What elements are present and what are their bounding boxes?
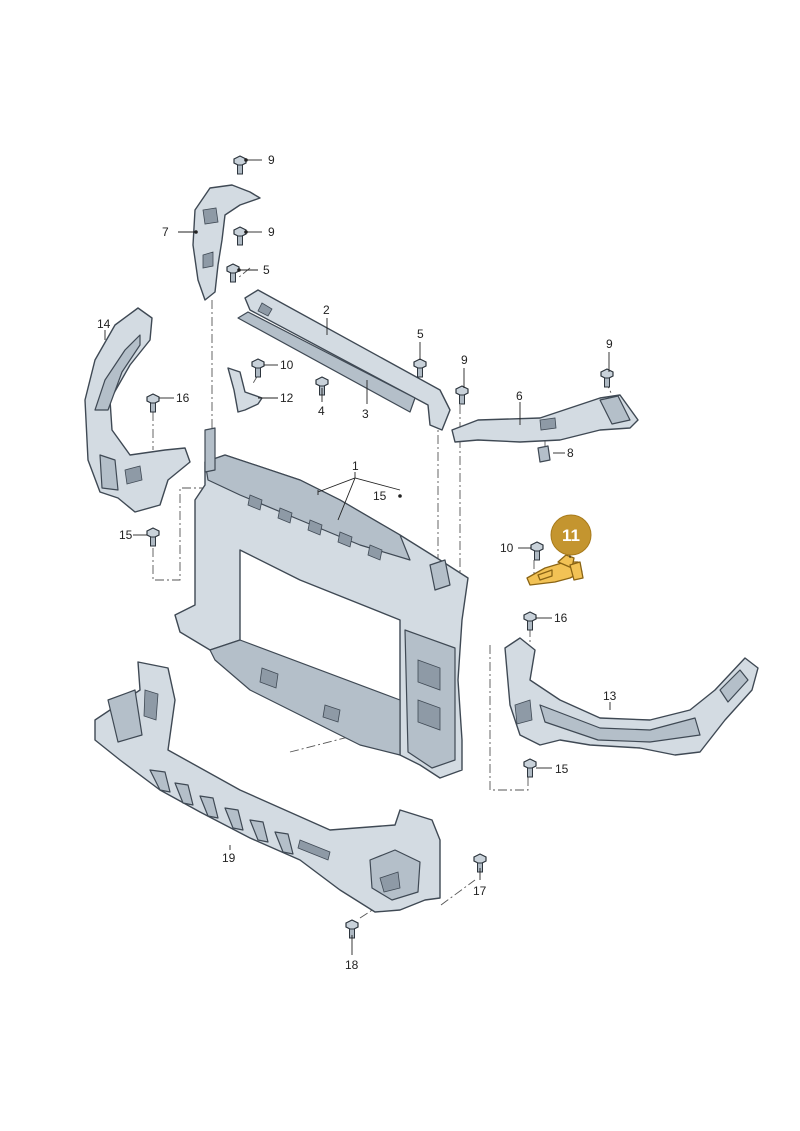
callout-9-top: 9 [268,153,275,167]
callout-9-upper: 9 [268,225,275,239]
clip-part-8 [537,445,551,463]
callout-15-left: 15 [119,528,133,542]
callout-labels: 1 2 3 4 5 5 6 7 8 9 9 9 9 10 10 12 13 14… [97,153,617,972]
upper-crossrail [237,289,451,431]
callout-12: 12 [280,391,294,405]
assembly-guide-lines [152,267,613,919]
small-bracket-12 [227,367,263,413]
callout-2: 2 [323,303,330,317]
callout-19: 19 [222,851,236,865]
right-headlight-bracket [504,637,759,756]
callout-15-right: 15 [555,762,569,776]
highlighted-part-11[interactable] [526,554,584,586]
upper-right-bracket [451,394,639,443]
upper-left-bracket [192,184,261,301]
callout-9-right: 9 [606,337,613,351]
callout-13: 13 [603,689,617,703]
callout-18: 18 [345,958,359,972]
left-headlight-bracket [84,307,191,513]
lower-crossmember [94,661,441,913]
callout-1: 1 [352,459,359,473]
callout-10-left: 10 [280,358,294,372]
callout-5-upper: 5 [263,263,270,277]
highlight-badge-11[interactable]: 11 [550,514,592,556]
callout-7: 7 [162,225,169,239]
callout-16-left: 16 [176,391,190,405]
radiator-support [174,427,469,779]
arrow-tips [194,158,402,498]
callout-10-right: 10 [500,541,514,555]
leader-lines [104,159,611,955]
callout-8: 8 [567,446,574,460]
callout-16-right: 16 [554,611,568,625]
highlight-badge-label: 11 [562,526,580,545]
callout-14: 14 [97,317,111,331]
callout-6: 6 [516,389,523,403]
callout-4: 4 [318,404,325,418]
callout-17: 17 [473,884,487,898]
callout-5-mid: 5 [417,327,424,341]
callout-9-mid: 9 [461,353,468,367]
callout-15-top: 15 [373,489,387,503]
callout-3: 3 [362,407,369,421]
